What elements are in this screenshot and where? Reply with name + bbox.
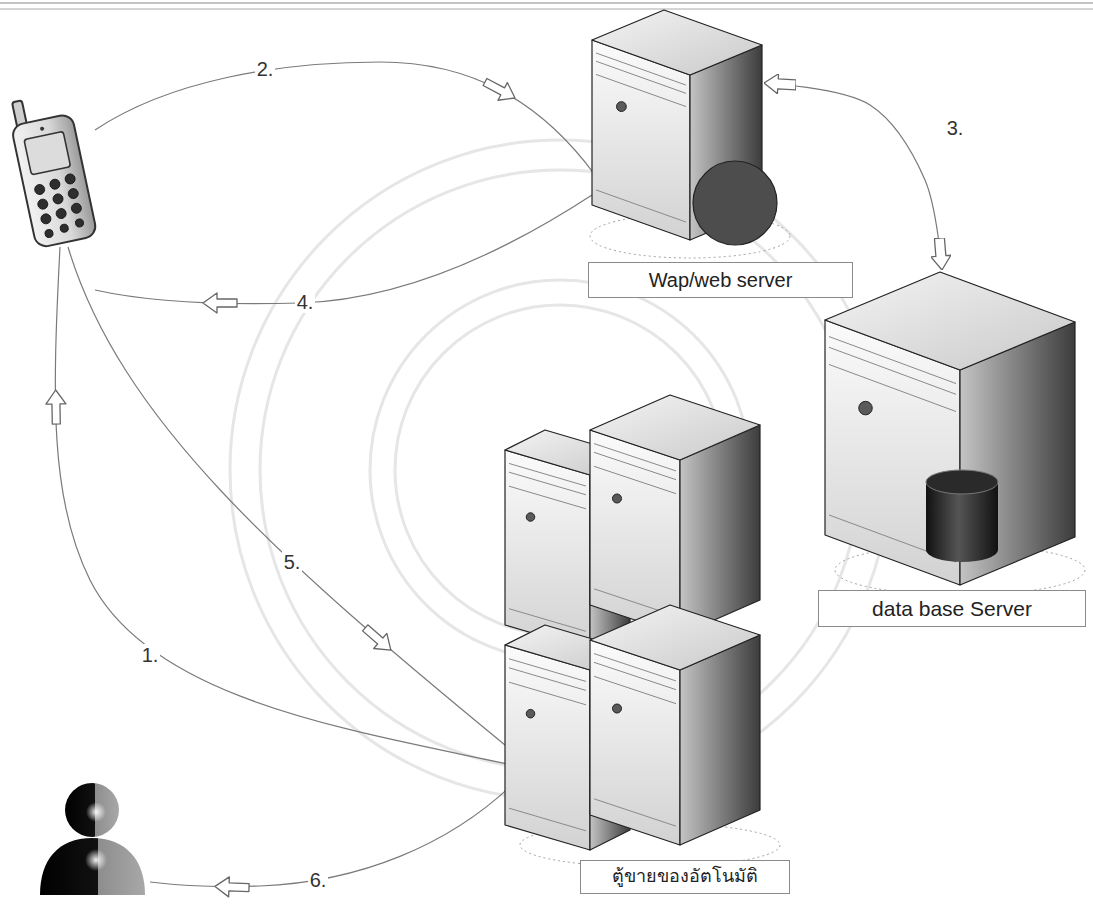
web-server-node: Wap/web server <box>590 8 764 242</box>
tower-front <box>505 450 590 650</box>
illustration-part <box>86 802 106 822</box>
callout-number: 2. <box>255 58 276 80</box>
power-button <box>526 709 535 718</box>
drive-bay-line <box>594 654 676 681</box>
tower-front <box>505 645 590 850</box>
flow-lines <box>55 62 595 887</box>
drive-bay-line <box>594 466 676 493</box>
block-arrow <box>480 73 519 107</box>
illustration-part <box>40 213 52 225</box>
drive-bay-line <box>509 463 586 486</box>
drive-bay-line <box>509 668 586 691</box>
illustration-part <box>67 188 79 200</box>
power-button <box>526 513 535 522</box>
drive-bay-line <box>596 61 686 93</box>
illustration-part <box>40 838 145 895</box>
drive-bay-line <box>829 364 956 411</box>
power-button <box>617 102 627 112</box>
illustration-part <box>40 126 45 131</box>
node-label: Wap/web server <box>601 268 840 292</box>
drive-bay-line <box>509 472 586 495</box>
illustration-part <box>926 470 998 494</box>
power-button <box>613 494 622 503</box>
flow-line <box>150 782 515 887</box>
drive-bay-line <box>594 452 676 479</box>
tower-top <box>825 272 1075 370</box>
node-label: data base Server <box>831 596 1073 621</box>
drive-bay-line <box>829 347 956 394</box>
web-globe-disc <box>693 161 777 245</box>
flow-line <box>95 195 592 304</box>
server-tower <box>590 605 760 845</box>
flow-line <box>68 247 505 745</box>
node-label-box: ตู้ขายของอัตโนมัติ <box>580 860 790 894</box>
tower-side <box>680 425 760 635</box>
node-label-box: Wap/web server <box>588 262 853 298</box>
database-server-node: data base Server <box>822 270 1078 586</box>
tower-side <box>680 635 760 845</box>
illustration-part <box>37 198 49 210</box>
drive-bay-line <box>594 799 676 826</box>
tower-front <box>590 640 680 845</box>
illustration-part <box>24 131 71 175</box>
drive-bay-line <box>829 337 956 384</box>
callout-number: 6. <box>308 869 329 891</box>
node-label-box: data base Server <box>818 590 1086 627</box>
illustration-part <box>0 9 1093 10</box>
drive-bay-line <box>594 676 676 703</box>
illustration-part <box>33 173 86 238</box>
illustration-part <box>60 223 69 232</box>
illustration-part <box>926 538 998 562</box>
page-rule <box>0 3 1093 9</box>
user-person <box>40 783 145 895</box>
server-tower <box>590 395 760 635</box>
callout-number: 3. <box>945 117 966 139</box>
illustration-part <box>34 184 46 196</box>
drive-bay-line <box>594 444 676 471</box>
illustration-part <box>65 783 119 837</box>
drive-bay-line <box>509 682 586 705</box>
flow-line <box>55 247 512 765</box>
drive-bay-line <box>596 190 686 222</box>
block-arrow <box>46 390 67 424</box>
mobile-phone <box>6 91 97 249</box>
drive-bay-line <box>509 659 586 682</box>
callout-number: 1. <box>140 644 161 666</box>
illustration-part <box>0 3 1093 4</box>
callout-number: 4. <box>295 291 316 313</box>
callout-number: 5. <box>282 551 303 573</box>
node-label: ตู้ขายของอัตโนมัติ <box>593 866 777 888</box>
flow-line <box>95 62 595 175</box>
drive-bay-line <box>509 486 586 509</box>
drive-bay-line <box>596 53 686 85</box>
illustration-part <box>44 229 53 238</box>
server-tower <box>825 272 1075 585</box>
block-arrow <box>203 293 237 313</box>
vending-machine-node: ตู้ขายของอัตโนมัติ <box>500 395 765 855</box>
illustration-part <box>49 178 61 190</box>
power-button <box>613 704 622 713</box>
tower-top <box>592 10 762 75</box>
illustration-part <box>11 113 98 248</box>
block-arrow <box>359 620 398 657</box>
illustration-part <box>64 173 76 185</box>
flow-arrows <box>46 73 520 897</box>
database-cylinder <box>926 470 998 562</box>
drive-bay-line <box>509 808 586 831</box>
illustration-part <box>55 208 67 220</box>
tower-front <box>590 430 680 635</box>
power-button <box>859 401 873 415</box>
drive-bay-line <box>596 74 686 106</box>
illustration-part <box>70 202 82 214</box>
illustration-part <box>52 193 64 205</box>
illustration-part <box>85 849 107 871</box>
connector-arrow <box>764 83 942 270</box>
server-towers <box>505 10 1075 850</box>
block-arrow <box>215 876 250 897</box>
illustration-part <box>75 218 84 227</box>
drive-bay-line <box>594 662 676 689</box>
